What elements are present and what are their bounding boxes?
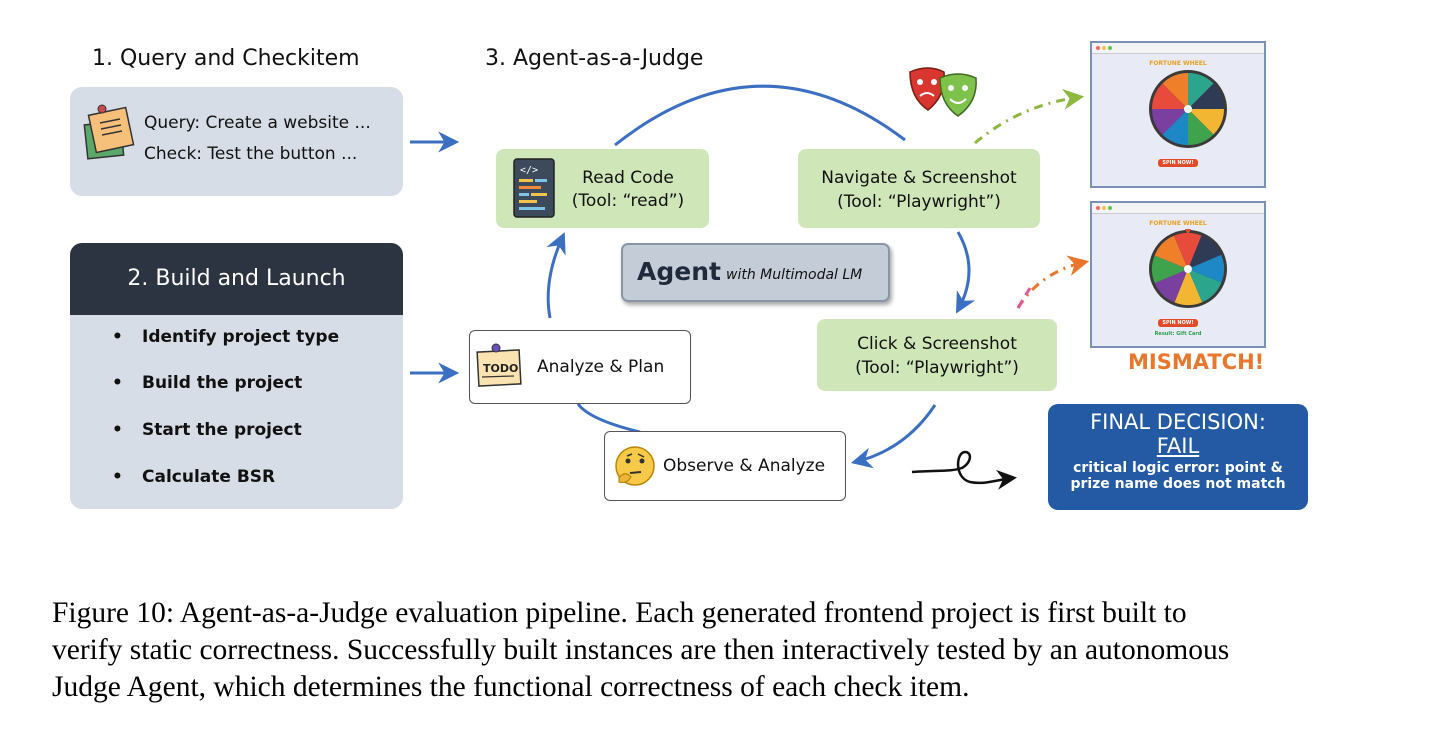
list-item: •Build the project (112, 373, 303, 393)
squiggle-arrow-to-final (911, 450, 1017, 490)
browser-bar (1092, 203, 1264, 214)
click-tool: (Tool: “Playwright”) (855, 358, 1019, 378)
fortune-wheel-rotated-icon (1149, 229, 1227, 308)
wheel-title: FORTUNE WHEEL (1149, 60, 1207, 67)
dashed-arrow-click-to-screenshot (1016, 255, 1090, 309)
agent-subtitle: with Multimodal LM (726, 267, 863, 283)
click-screenshot-node: Click & Screenshot (Tool: “Playwright”) (817, 319, 1057, 391)
build-launch-box: 2. Build and Launch •Identify project ty… (70, 243, 403, 509)
query-text: Query: Create a website ... (144, 113, 371, 133)
final-heading: FINAL DECISION: (1090, 410, 1266, 434)
list-item: •Identify project type (112, 327, 340, 347)
todo-note-label: TODO (483, 362, 518, 375)
agent-box: Agent with Multimodal LM (621, 243, 890, 302)
result-text: Result: Gift Card (1154, 331, 1202, 337)
list-item: •Start the project (112, 420, 302, 440)
arrow-navigate-to-click (955, 231, 976, 314)
query-checkitem-box: Query: Create a website ... Check: Test … (70, 87, 403, 196)
section1-title: 1. Query and Checkitem (92, 46, 360, 71)
observe-analyze-node: Observe & Analyze (604, 431, 846, 501)
section2-title: 2. Build and Launch (127, 266, 346, 291)
click-label: Click & Screenshot (857, 334, 1017, 354)
mismatch-label: MISMATCH! (1128, 350, 1265, 374)
thinking-face-icon (615, 446, 655, 486)
spin-button: SPIN NOW! (1158, 319, 1198, 327)
read-code-label: Read Code (582, 168, 674, 188)
agent-name: Agent (637, 257, 721, 286)
screenshot-click: FORTUNE WHEEL SPIN NOW! Result: Gift Car… (1090, 201, 1266, 348)
caption-line-3: Judge Agent, which determines the functi… (52, 671, 970, 703)
notepad-icon (83, 104, 135, 160)
build-launch-header: 2. Build and Launch (70, 243, 403, 315)
final-reason-line1: critical logic error: point & (1073, 460, 1283, 476)
observe-analyze-label: Observe & Analyze (663, 456, 826, 476)
list-item: •Calculate BSR (112, 467, 276, 487)
screenshot-navigate: FORTUNE WHEEL SPIN NOW! (1090, 41, 1266, 188)
check-text: Check: Test the button ... (144, 144, 358, 164)
read-code-node: </> Read Code (Tool: “read”) (496, 149, 709, 228)
read-code-tool: (Tool: “read”) (571, 191, 685, 211)
spin-button: SPIN NOW! (1158, 159, 1198, 167)
caption-line-1: Figure 10: Agent-as-a-Judge evaluation p… (52, 597, 1187, 629)
analyze-plan-node: TODO Analyze & Plan (469, 330, 691, 404)
arrow-analyze-to-read (546, 232, 566, 319)
final-decision-box: FINAL DECISION: FAIL critical logic erro… (1048, 404, 1308, 510)
section3-title: 3. Agent-as-a-Judge (485, 46, 704, 71)
todo-note-icon: TODO (476, 343, 522, 387)
fortune-wheel-icon (1149, 70, 1227, 148)
arrow-click-to-observe (850, 404, 937, 469)
svg-text:</>: </> (520, 165, 538, 176)
theater-masks-icon (909, 67, 977, 117)
browser-bar (1092, 43, 1264, 54)
figure-caption: Figure 10: Agent-as-a-Judge evaluation p… (52, 595, 1412, 706)
final-verdict: FAIL (1156, 434, 1200, 458)
navigate-label: Navigate & Screenshot (821, 168, 1017, 188)
dashed-arrow-navigate-to-screenshot (974, 88, 1085, 145)
code-file-icon: </> (513, 158, 555, 218)
caption-line-2: verify static correctness. Successfully … (52, 634, 1230, 666)
wheel-title: FORTUNE WHEEL (1149, 220, 1207, 227)
arrow-read-to-navigate (614, 84, 906, 147)
arrow-observe-to-analyze (576, 403, 641, 434)
analyze-plan-label: Analyze & Plan (537, 357, 665, 377)
final-reason-line2: prize name does not match (1070, 476, 1286, 492)
navigate-tool: (Tool: “Playwright”) (837, 192, 1001, 212)
navigate-screenshot-node: Navigate & Screenshot (Tool: “Playwright… (798, 149, 1040, 228)
